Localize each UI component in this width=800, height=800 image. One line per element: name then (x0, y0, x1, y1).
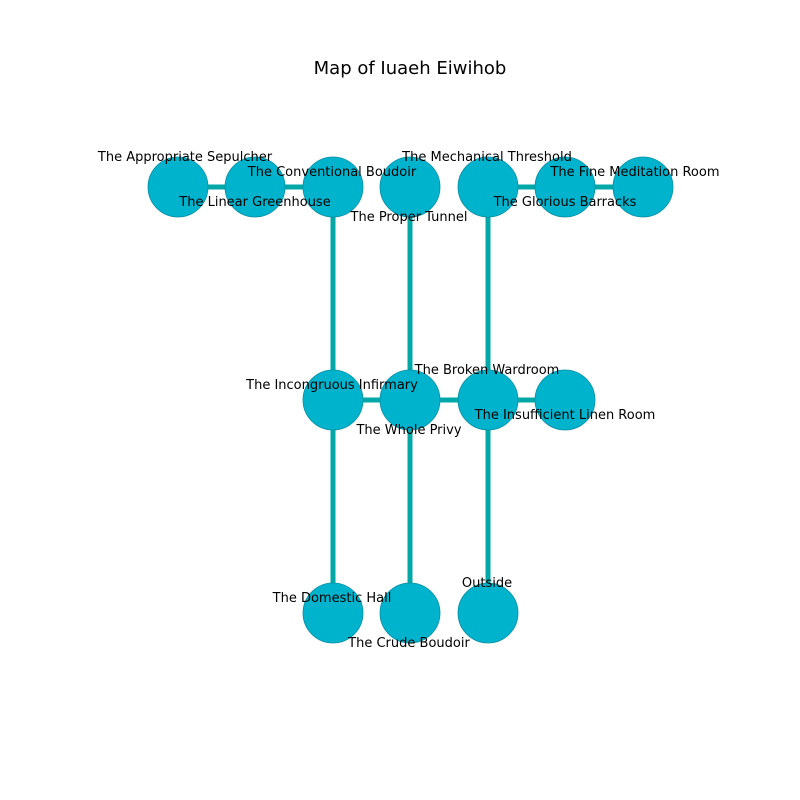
room-label-meditation: The Fine Meditation Room (549, 165, 719, 180)
room-node-wardroom (457, 369, 519, 431)
room-node-crude-boudoir (379, 582, 441, 644)
room-label-crude-boudoir: The Crude Boudoir (347, 636, 470, 651)
room-node-tunnel (379, 156, 441, 218)
room-label-privy: The Whole Privy (355, 423, 461, 438)
room-label-barracks: The Glorious Barracks (493, 195, 637, 210)
room-label-outside: Outside (462, 576, 512, 591)
room-node-infirmary (302, 369, 364, 431)
room-node-sepulcher (147, 156, 209, 218)
room-label-threshold: The Mechanical Threshold (401, 150, 572, 165)
room-node-outside (457, 582, 519, 644)
room-label-conv-boudoir: The Conventional Boudoir (247, 165, 417, 180)
rooms-layer (147, 156, 674, 644)
room-label-hall: The Domestic Hall (272, 591, 392, 606)
room-node-privy (379, 369, 441, 431)
room-label-wardroom: The Broken Wardroom (414, 363, 560, 378)
room-node-barracks (534, 156, 596, 218)
room-node-conv-boudoir (302, 156, 364, 218)
room-label-linen: The Insufficient Linen Room (474, 408, 656, 423)
room-node-hall (302, 582, 364, 644)
room-label-infirmary: The Incongruous Infirmary (245, 378, 418, 393)
room-label-sepulcher: The Appropriate Sepulcher (97, 150, 273, 165)
room-label-tunnel: The Proper Tunnel (350, 210, 468, 225)
room-node-linen (534, 369, 596, 431)
room-label-greenhouse: The Linear Greenhouse (178, 195, 330, 210)
room-node-meditation (612, 156, 674, 218)
connections-layer (178, 184, 643, 613)
room-node-threshold (457, 156, 519, 218)
map-title: Map of Iuaeh Eiwihob (314, 58, 507, 79)
room-node-greenhouse (224, 156, 286, 218)
